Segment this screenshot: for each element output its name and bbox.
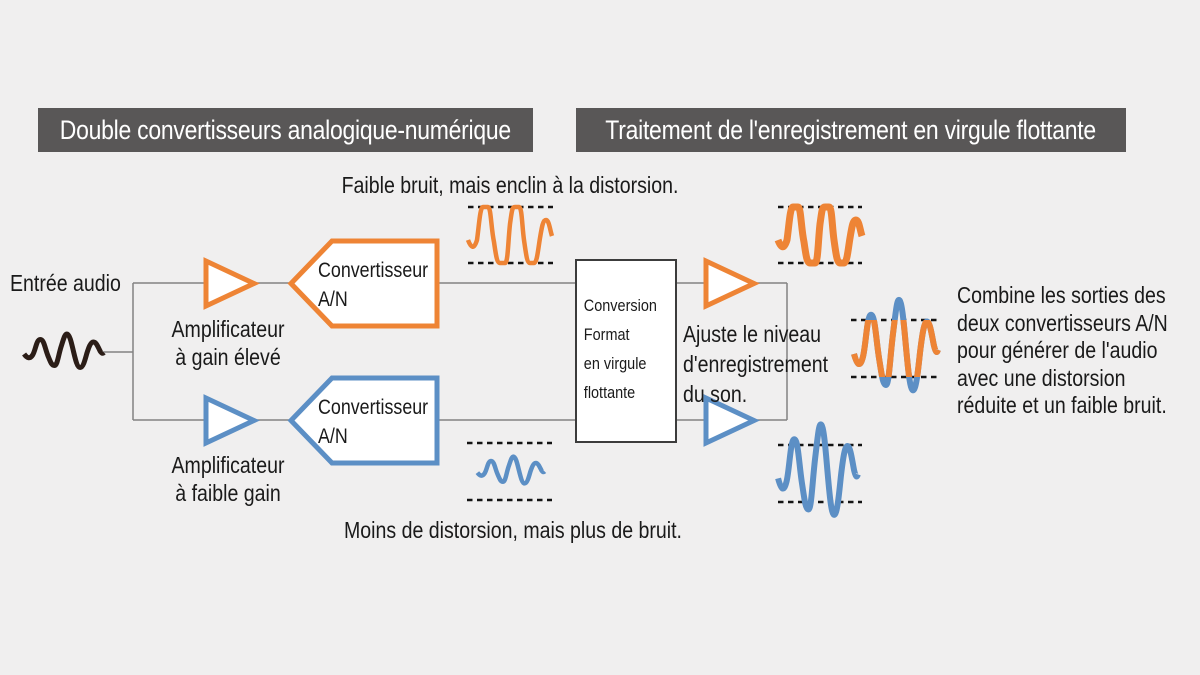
amplifier-low-gain-icon (203, 394, 260, 447)
adc-high-label: Convertisseur A/N (318, 256, 428, 314)
signal-path-lines (100, 282, 788, 421)
amplifier-low-gain-label-line1: Amplificateur (171, 452, 285, 478)
section-header-floating-point-label: Traitement de l'enregistrement en virgul… (605, 114, 1097, 145)
section-header-dual-converters-label: Double convertisseurs analogique-numériq… (59, 114, 512, 145)
level-adjust-note-line1: Ajuste le niveau (683, 321, 822, 347)
amplifier-low-gain-label: Amplificateur à faible gain (162, 451, 295, 507)
format-box-line3: en virgule (583, 354, 647, 373)
section-header-floating-point: Traitement de l'enregistrement en virgul… (576, 108, 1126, 152)
adc-high-shape (287, 238, 440, 329)
combine-output-note-line4: avec une distorsion (957, 364, 1126, 391)
format-box-line4: flottante (583, 383, 636, 402)
waveform-output-high-icon (778, 207, 862, 263)
audio-input-label: Entrée audio (10, 270, 121, 296)
combine-output-note-line1: Combine les sorties des (957, 282, 1166, 308)
waveform-low-gain-small-icon (475, 454, 547, 486)
amplifier-high-gain-label-line2: à gain élevé (175, 344, 281, 370)
combine-output-note: Combine les sorties des deux convertisse… (957, 282, 1168, 420)
limit-lines-adc-low (467, 441, 552, 502)
combine-output-note-line2: deux convertisseurs A/N (957, 309, 1168, 336)
level-adjust-low-icon (703, 394, 760, 447)
adc-low-label-line2: A/N (318, 425, 348, 448)
input-waveform-icon (24, 334, 104, 368)
level-adjust-note: Ajuste le niveau d'enregistrement du son… (683, 319, 828, 409)
level-adjust-note-line2: d'enregistrement (683, 351, 829, 377)
waveform-high-gain-clipped-icon (468, 207, 552, 263)
amplifier-high-gain-label: Amplificateur à gain élevé (162, 315, 295, 371)
adc-high-label-line1: Convertisseur (318, 259, 429, 282)
caption-less-distortion-noise: Moins de distorsion, mais plus de bruit. (344, 517, 682, 543)
level-adjust-high-icon (703, 257, 760, 310)
level-adjust-note-line3: du son. (683, 381, 748, 407)
adc-low-label: Convertisseur A/N (318, 393, 428, 451)
adc-high-label-line2: A/N (318, 288, 348, 311)
amplifier-high-gain-label-line1: Amplificateur (171, 316, 285, 342)
amplifier-low-gain-label-line2: à faible gain (175, 480, 281, 506)
caption-low-noise-distortion: Faible bruit, mais enclin à la distorsio… (341, 172, 679, 198)
format-conversion-box: Conversion Format en virgule flottante (575, 259, 677, 443)
combine-output-note-line5: réduite et un faible bruit. (957, 392, 1167, 418)
combine-output-note-line3: pour générer de l'audio (957, 337, 1158, 363)
section-header-dual-converters: Double convertisseurs analogique-numériq… (38, 108, 533, 152)
format-box-line1: Conversion (583, 296, 657, 315)
format-conversion-box-text: Conversion Format en virgule flottante (577, 261, 660, 407)
amplifier-high-gain-icon (203, 257, 260, 310)
adc-low-label-line1: Convertisseur (318, 396, 429, 419)
format-box-line2: Format (583, 325, 630, 344)
adc-low-shape (287, 375, 440, 466)
